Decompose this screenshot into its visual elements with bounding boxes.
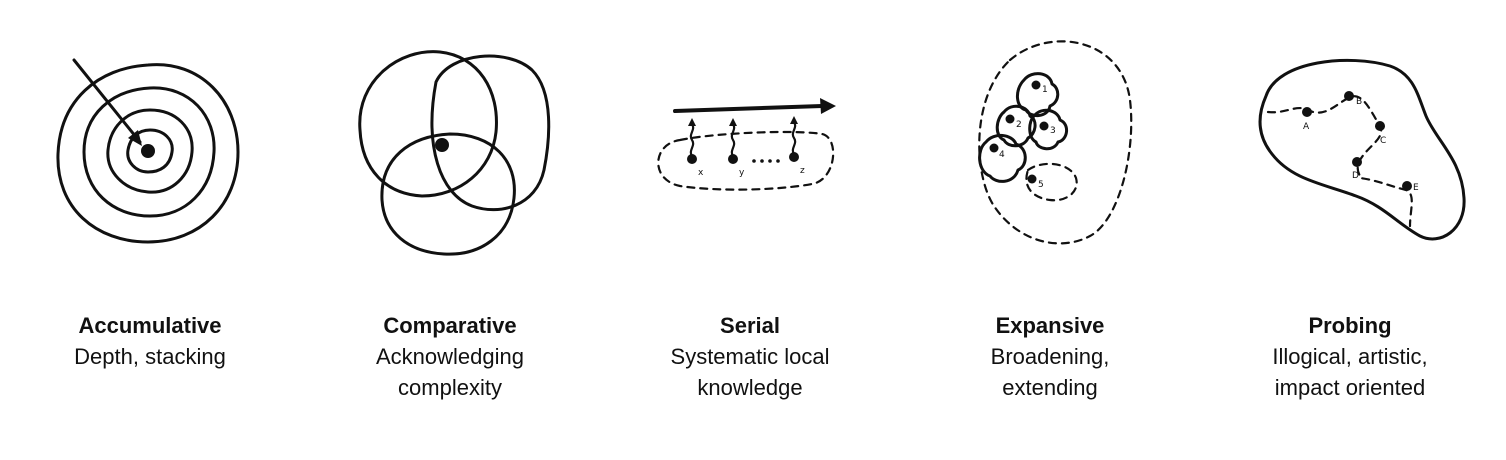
panel-serial: x y z Serial Systematic local knowledge <box>600 0 900 460</box>
panel-expansive: 1 2 3 4 5 Expansive Broadening, extendin… <box>900 0 1200 460</box>
panel-description: Depth, stacking <box>74 344 226 369</box>
concentric-target-icon <box>56 58 240 244</box>
expansive-cluster-icon: 1 2 3 4 5 <box>978 40 1133 245</box>
expansive-label: 2 <box>1016 120 1022 130</box>
serial-arrow-icon: x y z <box>657 98 836 191</box>
panel-title: Probing <box>1308 313 1392 338</box>
caption-expansive: Expansive Broadening, extending <box>900 310 1200 403</box>
caption-accumulative: Accumulative Depth, stacking <box>0 310 300 372</box>
probing-label: A <box>1303 122 1310 132</box>
serial-label: y <box>739 168 745 178</box>
caption-comparative: Comparative Acknowledging complexity <box>300 310 600 403</box>
expansive-label: 3 <box>1050 126 1056 136</box>
panel-description: Broadening, extending <box>990 344 1110 400</box>
panel-probing: A B C D E Probing Illogical, artistic, i… <box>1200 0 1500 460</box>
panel-title: Expansive <box>995 313 1105 338</box>
probing-label: D <box>1352 171 1359 181</box>
venn-overlap-icon <box>358 50 551 256</box>
panel-title: Comparative <box>383 313 517 338</box>
expansive-label: 4 <box>999 150 1005 160</box>
serial-label: z <box>800 166 805 176</box>
probing-path-icon: A B C D E <box>1258 58 1466 241</box>
panel-title: Serial <box>720 313 780 338</box>
serial-label: x <box>698 168 704 178</box>
panel-comparative: Comparative Acknowledging complexity <box>300 0 600 460</box>
panel-title: Accumulative <box>78 313 222 338</box>
panel-accumulative: Accumulative Depth, stacking <box>0 0 300 460</box>
caption-probing: Probing Illogical, artistic, impact orie… <box>1200 310 1500 403</box>
panel-description: Systematic local knowledge <box>670 344 830 400</box>
expansive-label: 5 <box>1038 180 1044 190</box>
probing-label: E <box>1413 183 1419 193</box>
probing-label: B <box>1356 97 1362 107</box>
probing-label: C <box>1380 136 1386 146</box>
caption-serial: Serial Systematic local knowledge <box>600 310 900 403</box>
expansive-label: 1 <box>1042 85 1048 95</box>
panel-description: Acknowledging complexity <box>376 344 524 400</box>
panel-description: Illogical, artistic, impact oriented <box>1272 344 1428 400</box>
